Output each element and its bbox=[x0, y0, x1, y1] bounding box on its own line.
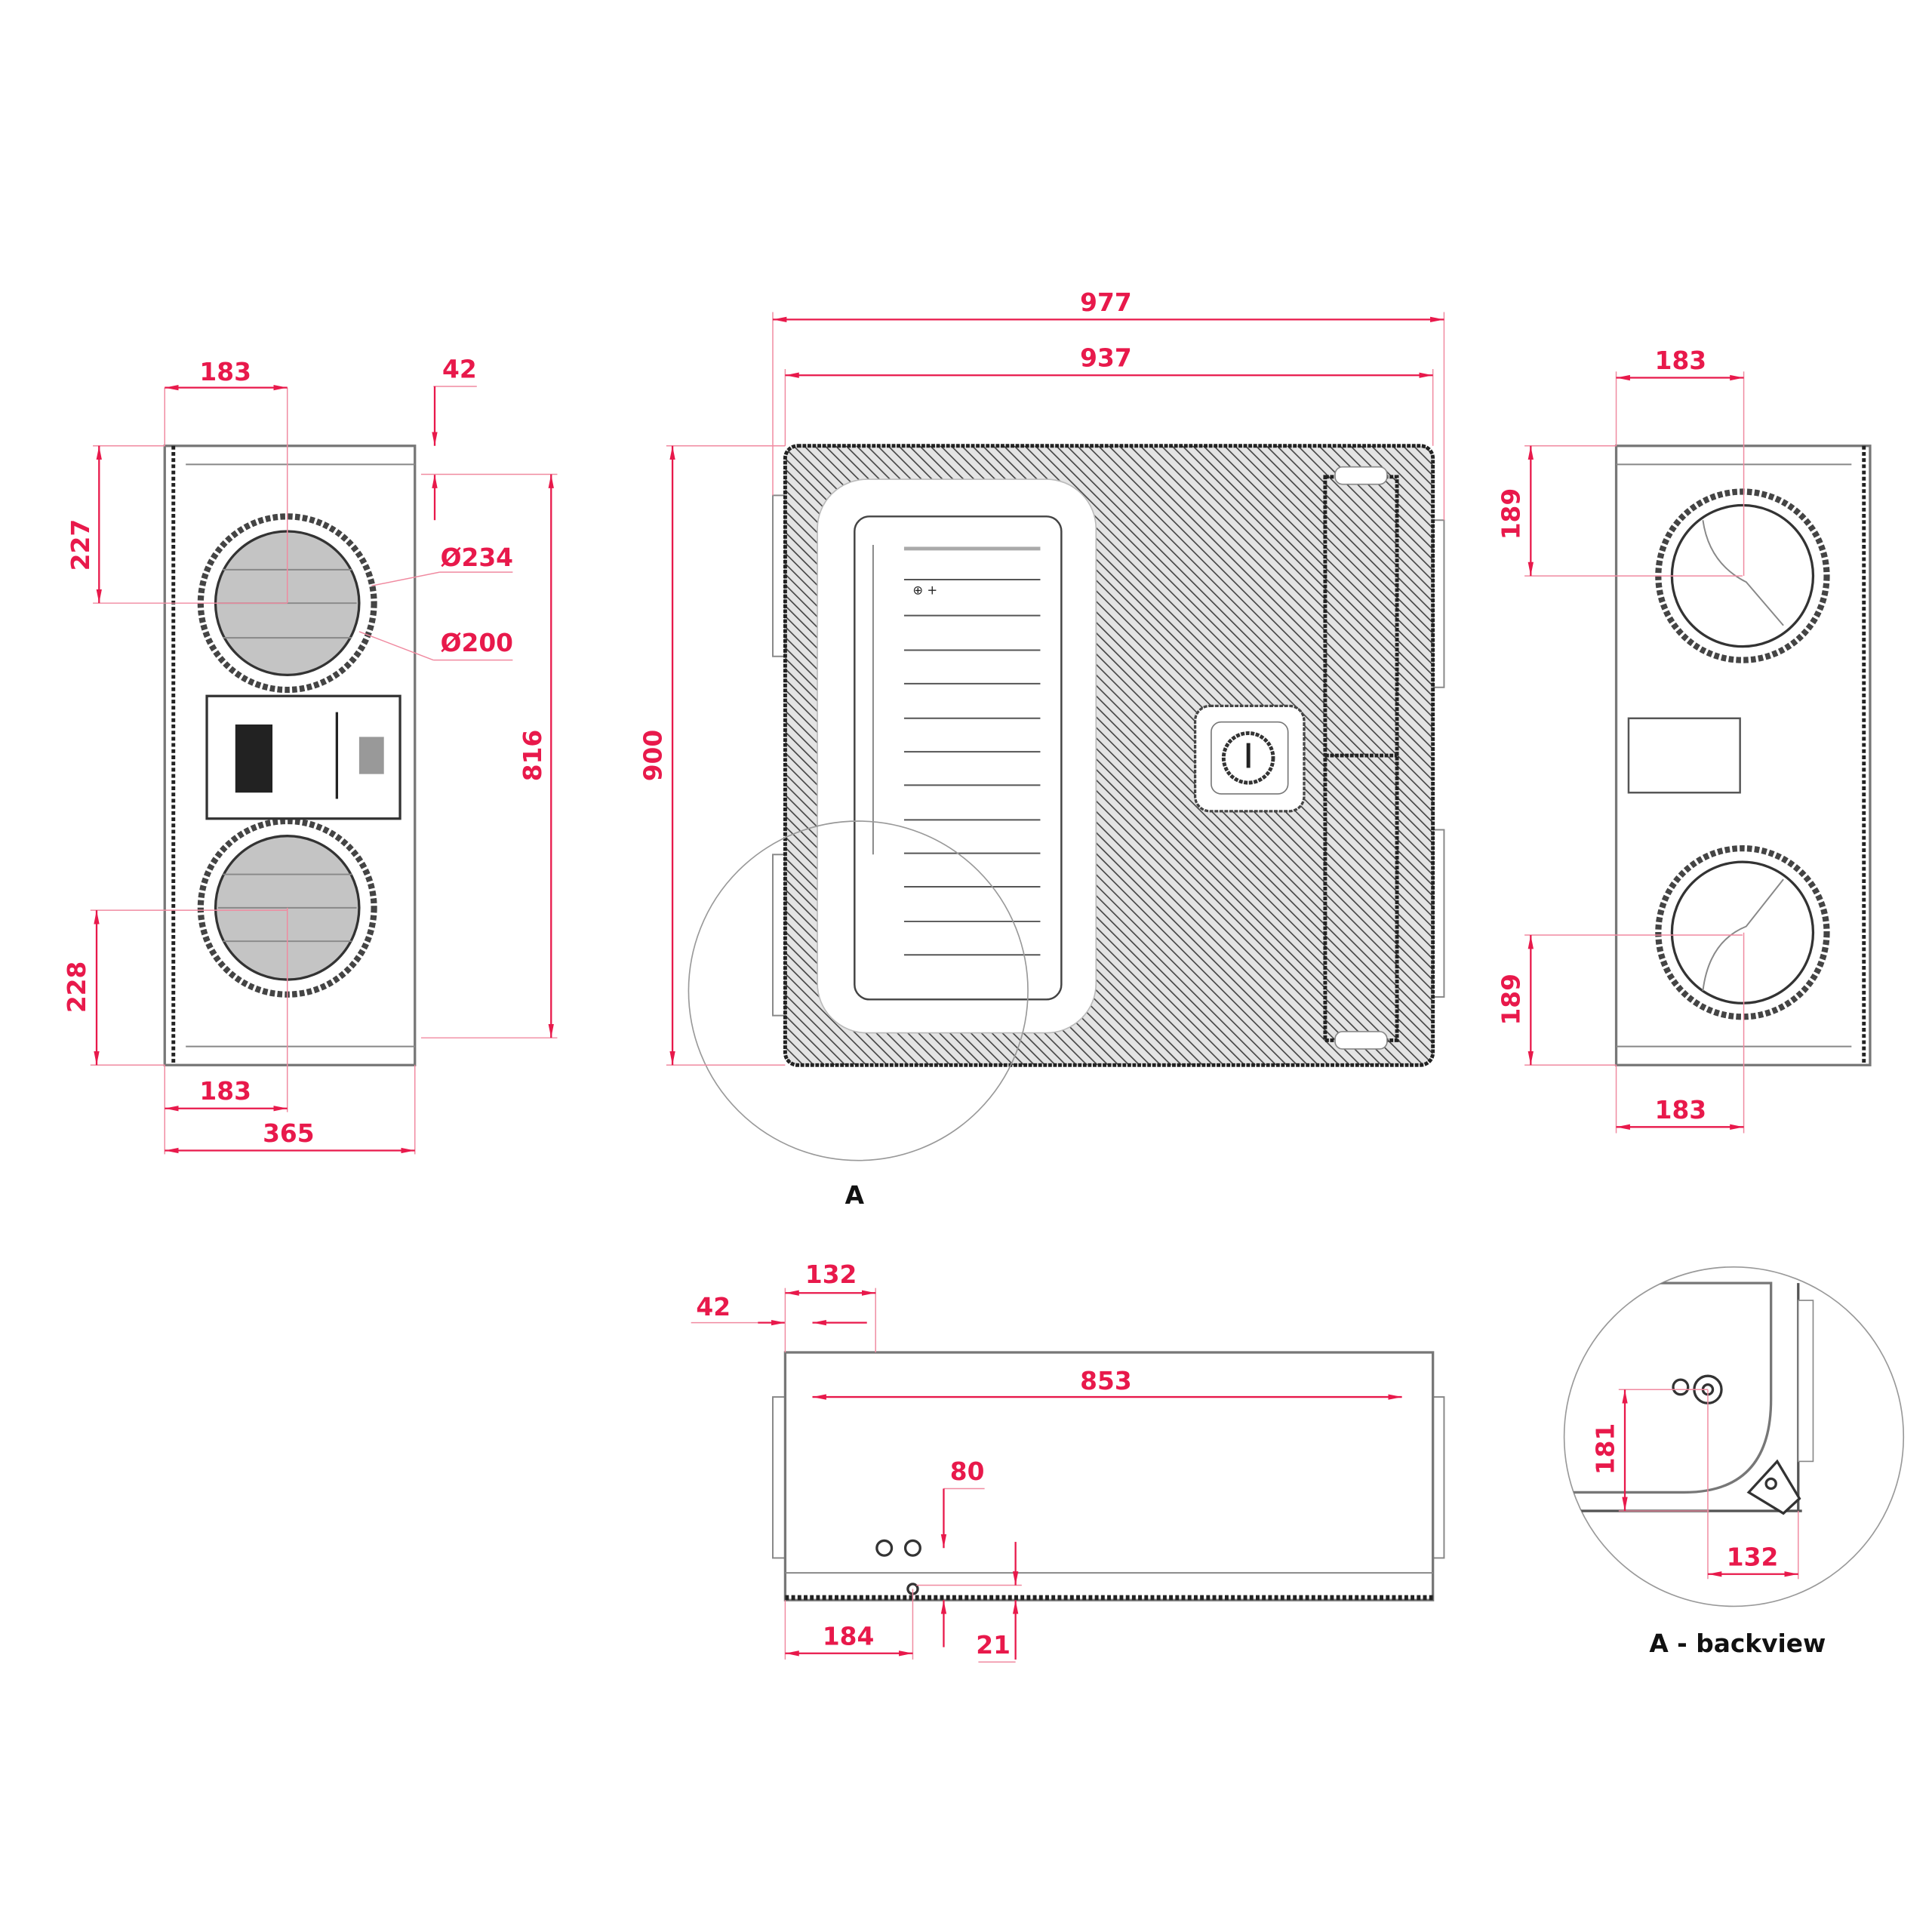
rating-label-plate bbox=[205, 694, 401, 820]
front-view: ⊕ + A 977 937 900 bbox=[638, 288, 1445, 1210]
dim-bottom-132: 132 bbox=[805, 1260, 857, 1289]
dim-diameter-200: Ø200 bbox=[441, 629, 513, 657]
access-panel bbox=[1627, 717, 1741, 794]
dim-front-937: 937 bbox=[1080, 344, 1132, 373]
dim-front-900: 900 bbox=[638, 730, 667, 782]
dim-bottom-21: 21 bbox=[976, 1631, 1011, 1660]
dim-bottom-184: 184 bbox=[823, 1622, 875, 1651]
right-view-dimensions: 183 189 189 183 bbox=[1497, 346, 1745, 1134]
detail-caption: A - backview bbox=[1649, 1629, 1826, 1658]
dim-bottom-853: 853 bbox=[1080, 1367, 1132, 1395]
dim-front-977: 977 bbox=[1080, 288, 1132, 317]
left-view-dimensions: 183 42 227 Ø234 Ø200 816 228 183 365 bbox=[63, 355, 558, 1155]
front-view-dimensions: 977 937 900 bbox=[638, 288, 1445, 1066]
drain-outlet-icon bbox=[875, 1539, 894, 1557]
filter-compartment bbox=[1323, 466, 1399, 1050]
dim-bottom-80: 80 bbox=[950, 1457, 985, 1486]
dim-left-227: 227 bbox=[66, 519, 95, 571]
control-switch bbox=[1193, 704, 1306, 813]
dim-right-bottom-183: 183 bbox=[1655, 1096, 1707, 1124]
dim-left-bottom-183: 183 bbox=[199, 1077, 251, 1106]
dim-right-top-183: 183 bbox=[1655, 346, 1707, 375]
front-door-panel: ⊕ + bbox=[854, 515, 1063, 1001]
bottom-view: 42 132 853 80 184 21 bbox=[691, 1260, 1445, 1663]
left-side-view: 183 42 227 Ø234 Ø200 816 228 183 365 bbox=[63, 355, 558, 1155]
right-side-view: 183 189 189 183 bbox=[1497, 346, 1872, 1134]
detail-a-label: A bbox=[845, 1181, 865, 1210]
dim-right-lower-189: 189 bbox=[1497, 974, 1526, 1026]
dim-left-365: 365 bbox=[263, 1119, 315, 1148]
bottom-view-dimensions: 42 132 853 80 184 21 bbox=[691, 1260, 1402, 1663]
dim-right-upper-189: 189 bbox=[1497, 488, 1526, 540]
dim-detail-132: 132 bbox=[1727, 1543, 1779, 1571]
dim-bottom-42: 42 bbox=[696, 1293, 731, 1321]
dim-detail-181: 181 bbox=[1591, 1423, 1620, 1475]
detail-a-backview: 181 132 A - backview bbox=[1563, 1266, 1905, 1658]
detail-a-circle bbox=[688, 820, 1029, 1161]
dim-left-816: 816 bbox=[518, 730, 547, 782]
condensate-connection-icon bbox=[903, 1539, 921, 1557]
control-symbols-icon: ⊕ + bbox=[912, 583, 937, 598]
dim-left-top-183: 183 bbox=[199, 358, 251, 386]
dim-diameter-234: Ø234 bbox=[441, 543, 513, 572]
dim-left-42: 42 bbox=[442, 355, 477, 384]
dim-left-228: 228 bbox=[63, 961, 91, 1014]
